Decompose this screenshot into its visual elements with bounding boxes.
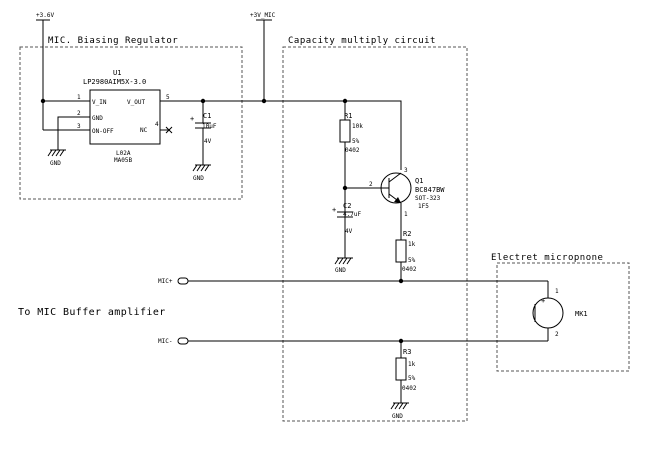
mic-minus-net: MIC- [158,328,549,345]
c2-rating: 4V [345,228,353,235]
q1-pkg: SOT-323 [415,195,441,202]
r3-resistor: R3 1k 5% 0402 [395,341,417,403]
gnd-symbol-c1: GND [192,164,211,182]
electret-title: Electret micropnone [491,253,603,263]
q1-pin-b: 2 [369,181,373,188]
q1-part: BC847BW [415,186,445,194]
c1-capacitor: + C1 10uF 4V [190,101,217,165]
r1-size: 0402 [345,147,360,154]
u1-pin5-num: 5 [166,94,170,101]
vdd-rail: +3.6V [36,12,54,130]
mk1-pin2: 2 [555,331,559,338]
u1-pin-vout: V_OUT [127,99,145,106]
q1-pin-c: 3 [404,167,408,174]
q1-transistor: 2 3 1 Q1 BC847BW SOT-323 1F5 [345,167,445,218]
u1-pkg1: L02A [116,150,131,157]
r2-size: 0402 [402,266,417,273]
u1-ref: U1 [113,69,121,77]
c1-rating: 4V [204,138,212,145]
gnd-symbol-c2: GND [334,257,353,274]
gnd-label-c1: GND [193,175,204,182]
c1-value: 10uF [202,123,217,130]
gnd-label-c2: GND [335,267,346,274]
q1-code: 1F5 [418,203,429,210]
u1-pin2-num: 2 [77,110,81,117]
vmic-label: +3V_MIC [250,12,276,19]
junction-vmic [261,98,267,104]
u1-part: LP2980AIM5X-3.0 [83,78,146,86]
r1-ref: R1 [344,112,352,120]
u1-pkg2: MA05B [114,157,132,164]
r3-ref: R3 [403,348,411,356]
u1-pin3-num: 3 [77,123,81,130]
gnd-label-r3: GND [392,413,403,420]
r1-value: 10k [352,123,363,130]
u1-pin-gnd: GND [92,115,103,122]
mk1-pin1: 1 [555,288,559,295]
junction-r1-top [342,98,348,104]
r3-size: 0402 [402,385,417,392]
mk1-ref: MK1 [575,310,588,318]
c1-plus: + [190,115,194,123]
c2-capacitor: + C2 4.7uF 4V [332,188,361,258]
bias-regulator-title: MIC. Biasing Regulator [48,36,178,46]
cap-multiplier-title: Capacity multiply circuit [288,36,436,46]
u1-pin1-num: 1 [77,94,81,101]
u1-pin-nc: NC [140,127,148,134]
r1-tol: 5% [352,138,360,145]
vdd-label: +3.6V [36,12,54,19]
mic-minus-label: MIC- [158,338,172,345]
r3-value: 1k [408,361,416,368]
buffer-caption: To MIC Buffer amplifier [18,307,166,318]
u1-pin-vin: V_IN [92,99,107,106]
q1-ref: Q1 [415,177,423,185]
junction-base [342,185,348,191]
bias-regulator-block [19,46,243,200]
r2-tol: 5% [408,257,416,264]
electret-block [496,262,630,372]
junction-mic-plus [398,278,404,284]
mic-plus-label: MIC+ [158,278,173,285]
mk1-microphone: + 1 2 MK1 [532,288,588,338]
c2-value: 4.7uF [343,211,361,218]
cap-multiplier-block [282,46,468,422]
u1-pin4-num: 4 [155,121,159,128]
junction-mic-minus [398,338,404,344]
mk1-plus: + [541,297,545,305]
gnd-symbol-u1: GND [47,149,66,167]
junction-c1 [200,98,206,104]
vmic-rail: +3V_MIC [250,12,276,101]
u1-pin-onoff: ON-OFF [92,128,114,135]
junction-vin [40,98,46,104]
r2-value: 1k [408,241,416,248]
u1-regulator: U1 LP2980AIM5X-3.0 L02A MA05B V_IN GND O… [43,69,345,164]
r3-tol: 5% [408,375,416,382]
c1-ref: C1 [203,112,211,120]
mic-plus-net: MIC+ [158,277,549,298]
c2-plus: + [332,206,336,214]
r2-resistor: R2 1k 5% 0402 [395,215,417,281]
r2-ref: R2 [403,230,411,238]
collector-wire [345,100,402,170]
gnd-label-u1: GND [50,160,61,167]
c2-ref: C2 [343,202,351,210]
gnd-symbol-r3: GND [390,402,409,420]
q1-pin-e: 1 [404,211,408,218]
